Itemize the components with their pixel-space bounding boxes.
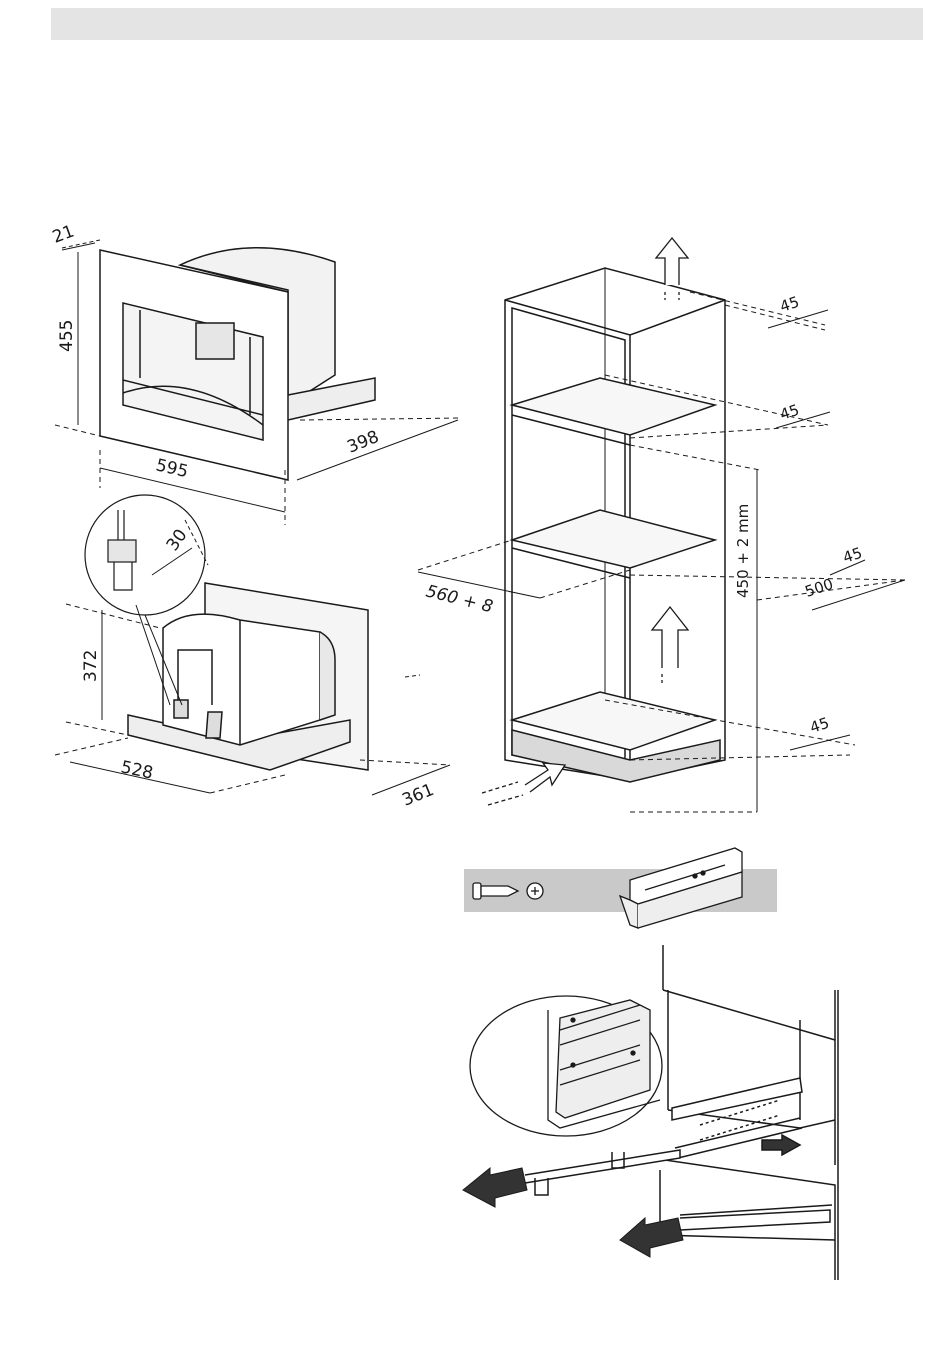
cabinet-shelf-vent-label: 45 [778, 401, 802, 424]
cabinet-mid-vent-label: 45 [841, 544, 865, 567]
phillips-head-icon [527, 883, 543, 899]
rail-detail-callout [470, 996, 662, 1136]
pull-out-arrows [463, 1168, 683, 1257]
rear-height-label: 372 [81, 650, 101, 682]
machine-front-illustration [100, 248, 375, 480]
cabinet-bottom-vent-label: 45 [808, 714, 832, 737]
mounting-rail-icon [620, 848, 742, 928]
niche-depth-label: 500 [803, 575, 836, 601]
front-width-label: 595 [154, 455, 190, 482]
front-depth-label: 21 [50, 222, 77, 248]
cabinet-illustration [505, 268, 725, 782]
cabinet-top-vent-label: 45 [778, 293, 802, 316]
front-body-depth-label: 398 [344, 427, 382, 458]
rear-depth-label: 361 [399, 780, 437, 811]
niche-height-label: 450 + 2 mm [734, 504, 752, 598]
niche-width-label: 560 + 8 [424, 581, 495, 617]
rear-width-label: 528 [119, 757, 155, 783]
front-height-label: 455 [57, 320, 77, 352]
